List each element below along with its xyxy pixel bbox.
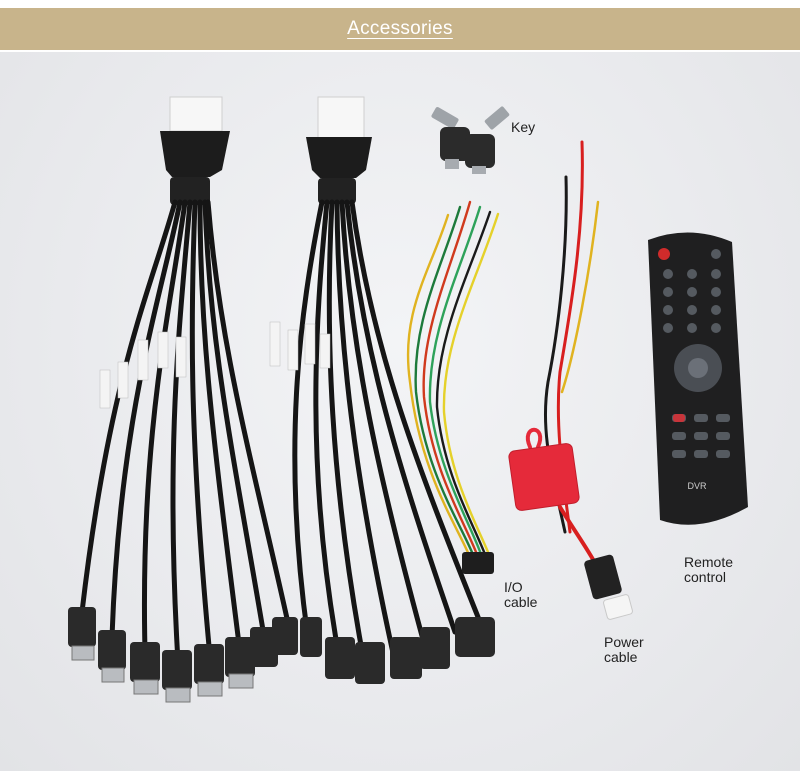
remote-label-line2: control [684, 569, 727, 585]
banner-title: Accessories [347, 18, 453, 39]
power-cable-label-line1: Power [604, 634, 644, 650]
remote-brand: DVR [687, 481, 707, 491]
accessories-photo: DVR Key I/O cable Remote control Power c… [0, 52, 800, 771]
accessories-illustration: DVR [68, 96, 748, 703]
remote-control: DVR [648, 232, 748, 525]
io-cable [406, 200, 500, 574]
accessories-banner: Accessories [0, 8, 800, 50]
power-cable [508, 140, 633, 620]
keys [431, 106, 510, 174]
power-button-icon [658, 248, 670, 260]
av-harness-left [68, 96, 298, 703]
power-cable-label-line2: cable [604, 649, 638, 665]
io-cable-label-line2: cable [504, 594, 538, 610]
av-harness-right [269, 96, 495, 684]
key-label: Key [511, 119, 536, 135]
io-cable-label-line1: I/O [504, 579, 523, 595]
remote-label-line1: Remote [684, 554, 734, 570]
